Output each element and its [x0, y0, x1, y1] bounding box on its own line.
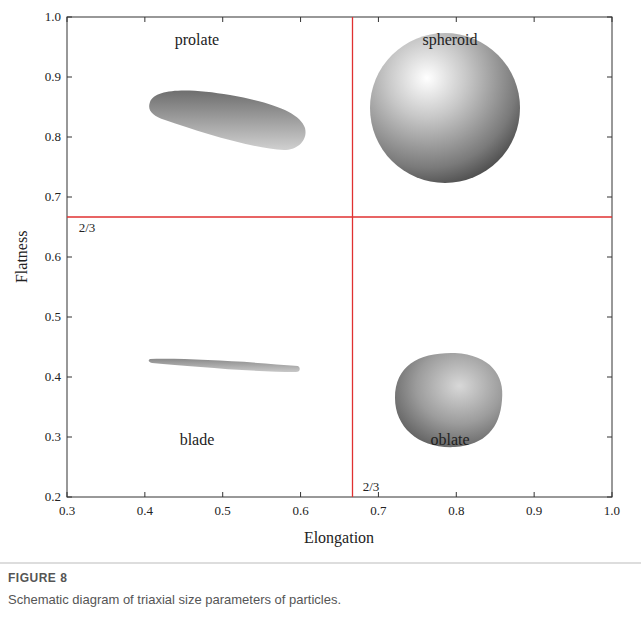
prolate-particle: [149, 90, 305, 150]
tick-mark: [607, 317, 612, 318]
y-tick-label: 1.0: [45, 10, 61, 24]
tick-mark: [67, 377, 72, 378]
tick-mark: [378, 17, 379, 22]
quadrant-name: blade: [180, 431, 215, 449]
y-tick-label: 0.4: [45, 370, 61, 384]
tick-mark: [300, 492, 301, 497]
tick-mark: [607, 197, 612, 198]
x-tick-label: 0.3: [59, 504, 75, 518]
tick-mark: [607, 77, 612, 78]
threshold-line: [352, 17, 353, 497]
tick-mark: [67, 17, 72, 18]
figure-number: FIGURE 8: [8, 572, 67, 585]
y-tick-label: 0.6: [45, 250, 61, 264]
tick-mark: [300, 17, 301, 22]
tick-mark: [144, 492, 145, 497]
tick-mark: [67, 137, 72, 138]
tick-mark: [611, 492, 612, 497]
caption-rule: [0, 563, 641, 564]
plot-frame: [67, 17, 612, 497]
tick-mark: [534, 17, 535, 22]
tick-mark: [607, 497, 612, 498]
x-axis-title: Elongation: [304, 529, 374, 547]
tick-mark: [67, 17, 68, 22]
tick-mark: [534, 492, 535, 497]
quadrant-name: prolate: [175, 31, 219, 49]
tick-mark: [607, 377, 612, 378]
blade-particle: [149, 359, 300, 372]
tick-mark: [607, 137, 612, 138]
axis-ticks: [67, 17, 612, 497]
quadrant-name: spheroid: [422, 31, 477, 49]
figure-caption: Schematic diagram of triaxial size param…: [8, 593, 628, 607]
tick-mark: [67, 77, 72, 78]
y-tick-label: 0.8: [45, 130, 61, 144]
threshold-value: 2/3: [79, 221, 96, 235]
tick-mark: [611, 17, 612, 22]
quadrant-name: oblate: [430, 431, 469, 449]
threshold-line: [67, 216, 612, 217]
tick-mark: [222, 492, 223, 497]
tick-mark: [456, 492, 457, 497]
x-tick-label: 0.4: [137, 504, 153, 518]
tick-mark: [67, 257, 72, 258]
tick-mark: [456, 17, 457, 22]
tick-mark: [67, 492, 68, 497]
x-tick-label: 0.5: [215, 504, 231, 518]
y-tick-label: 0.5: [45, 310, 61, 324]
y-axis-title: Flatness: [13, 231, 31, 283]
tick-mark: [67, 317, 72, 318]
tick-mark: [607, 437, 612, 438]
threshold-value: 2/3: [363, 480, 380, 494]
x-tick-label: 0.8: [448, 504, 464, 518]
tick-mark: [67, 197, 72, 198]
x-tick-label: 0.6: [292, 504, 308, 518]
y-tick-label: 0.3: [45, 430, 61, 444]
tick-mark: [67, 437, 72, 438]
tick-mark: [607, 17, 612, 18]
tick-mark: [144, 17, 145, 22]
y-tick-label: 0.9: [45, 70, 61, 84]
tick-mark: [607, 257, 612, 258]
tick-mark: [222, 17, 223, 22]
x-tick-label: 0.9: [526, 504, 542, 518]
tick-mark: [67, 497, 72, 498]
x-tick-label: 0.7: [370, 504, 386, 518]
y-tick-label: 0.7: [45, 190, 61, 204]
y-tick-label: 0.2: [45, 490, 61, 504]
x-tick-label: 1.0: [604, 504, 620, 518]
spheroid-particle: [370, 33, 520, 183]
